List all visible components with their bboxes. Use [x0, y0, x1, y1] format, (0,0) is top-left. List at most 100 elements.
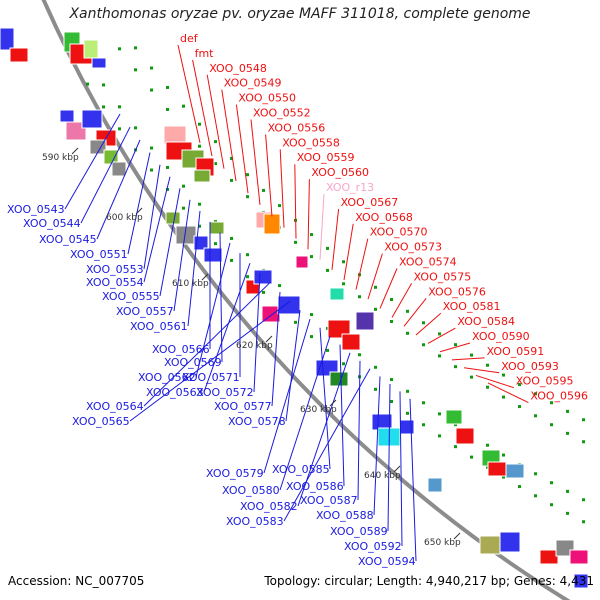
tick-label: 640 kbp [364, 471, 401, 481]
track-dot [102, 105, 105, 109]
gene-feature [573, 573, 589, 589]
track-dot [518, 485, 521, 489]
reverse-gene-label: XOO_0557 [116, 305, 174, 318]
gene-feature [455, 427, 475, 445]
topology-label: Topology: circular; Length: 4,940,217 bp… [264, 574, 594, 588]
track-dot [246, 275, 249, 279]
tick-mark [135, 207, 143, 215]
track-dot [422, 321, 425, 325]
forward-leader-line [343, 223, 354, 280]
forward-gene-label: XOO_0552 [253, 107, 311, 120]
tick-label: 650 kbp [424, 538, 461, 548]
track-dot [550, 481, 553, 485]
forward-gene-label: XOO_0596 [530, 390, 588, 403]
track-dot [230, 258, 233, 262]
forward-leader-line [439, 342, 471, 353]
reverse-gene-label: XOO_0564 [86, 400, 144, 413]
reverse-leader-line [339, 344, 345, 487]
gene-feature [65, 121, 87, 141]
forward-gene-label: XOO_0573 [384, 241, 442, 254]
track-dot [134, 126, 137, 130]
reverse-gene-label: XOO_0585 [272, 463, 330, 476]
forward-leader-line [427, 327, 456, 344]
track-dot [486, 385, 489, 389]
tick-mark [71, 147, 79, 155]
gene-feature [499, 531, 521, 553]
forward-leader-line [403, 297, 427, 327]
gene-feature [277, 295, 301, 315]
track-dot [246, 173, 249, 177]
track-dot [214, 162, 217, 166]
gene-feature [193, 169, 211, 183]
track-dot [150, 146, 153, 150]
forward-leader-line [177, 44, 201, 144]
forward-leader-line [235, 104, 249, 194]
track-dot [486, 443, 489, 447]
forward-leader-line [475, 374, 514, 389]
track-dot [166, 187, 169, 191]
reverse-gene-label: XOO_0555 [102, 290, 160, 303]
reverse-leader-line [159, 188, 181, 297]
track-dot [198, 224, 201, 228]
forward-gene-label: XOO_0558 [282, 136, 340, 149]
reverse-leader-line [143, 164, 161, 270]
track-dot [422, 423, 425, 427]
track-dot [134, 68, 137, 72]
track-dot [502, 373, 505, 377]
track-dot [166, 165, 169, 169]
track-dot [566, 511, 569, 515]
forward-leader-line [331, 208, 340, 271]
track-dot [438, 332, 441, 336]
track-dot [342, 362, 345, 366]
map-title: Xanthomonas oryzae pv. oryzae MAFF 31101… [69, 6, 531, 22]
track-dot [486, 363, 489, 367]
gene-feature [355, 311, 375, 331]
forward-gene-label: XOO_r13 [326, 181, 374, 194]
reverse-gene-label: XOO_0562 [138, 371, 196, 384]
forward-leader-line [192, 59, 213, 157]
tick-mark [393, 465, 401, 473]
track-dot [150, 88, 153, 92]
track-dot [326, 246, 329, 250]
forward-leader-line [250, 119, 261, 206]
reverse-leader-line [373, 376, 381, 516]
track-dot [294, 320, 297, 324]
reverse-gene-label: XOO_0553 [86, 263, 144, 276]
reverse-leader-line [173, 199, 191, 312]
forward-gene-label: XOO_0590 [472, 330, 530, 343]
reverse-gene-label: XOO_0589 [330, 525, 388, 538]
forward-leader-line [221, 89, 237, 182]
forward-leader-line [379, 268, 398, 309]
forward-gene-label: XOO_0595 [516, 375, 574, 388]
gene-feature [89, 139, 107, 155]
gene-feature [295, 255, 309, 269]
gene-feature [445, 409, 463, 425]
track-dot [454, 423, 457, 427]
track-dot [470, 353, 473, 357]
track-dot [278, 204, 281, 208]
track-dot [502, 453, 505, 457]
gene-feature [91, 57, 107, 69]
tick-mark [201, 273, 209, 281]
forward-gene-label: XOO_0548 [209, 62, 267, 75]
reverse-leader-line [143, 282, 271, 407]
track-dot [534, 414, 537, 418]
track-dot [582, 440, 585, 444]
reverse-leader-line [409, 398, 417, 562]
track-dot [326, 348, 329, 352]
tick-label: 590 kbp [42, 153, 79, 163]
track-dot [182, 184, 185, 188]
forward-leader-line [206, 74, 225, 169]
track-dot [534, 392, 537, 396]
gene-feature [427, 477, 443, 493]
reverse-leader-line [319, 327, 331, 470]
track-dot [294, 240, 297, 244]
track-dot [374, 307, 377, 311]
forward-gene-label: XOO_0575 [414, 270, 472, 283]
track-dot [374, 285, 377, 289]
gene-feature [479, 535, 501, 555]
track-dot [134, 46, 137, 50]
reverse-gene-label: XOO_0592 [344, 540, 402, 553]
